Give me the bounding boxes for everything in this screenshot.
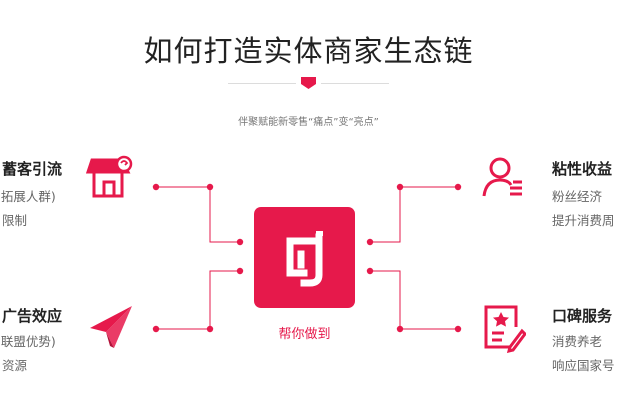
certificate-icon	[484, 305, 526, 353]
feature-line1-top-right: 粉丝经济	[552, 189, 603, 204]
feature-title-bottom-left: 广告效应	[2, 307, 63, 325]
page-title: 如何打造实体商家生态链	[143, 34, 474, 68]
feature-title-top-right: 粘性收益	[552, 160, 613, 178]
user-list-icon	[482, 157, 522, 197]
divider-right	[321, 83, 389, 84]
center-label: 帮你做到	[278, 327, 331, 342]
feature-line2-bottom-left: 资源	[2, 358, 28, 373]
brand-logo-icon	[286, 231, 323, 287]
center-logo-box	[254, 207, 355, 308]
feature-line2-top-right: 提升消费周	[552, 213, 615, 228]
feature-title-bottom-right: 口碑服务	[552, 307, 613, 325]
page-subtitle: 伴聚赋能新零售“痛点”变“亮点”	[238, 117, 379, 128]
title-marker-icon	[301, 77, 316, 89]
feature-title-top-left: 蓄客引流	[2, 160, 63, 178]
storefront-icon	[86, 155, 133, 198]
feature-line2-top-left: 限制	[2, 213, 28, 228]
feature-line1-bottom-left: (联盟优势)	[0, 334, 56, 349]
feature-line1-top-left: (拓展人群)	[0, 189, 56, 204]
paper-plane-icon	[90, 306, 132, 348]
feature-line2-bottom-right: 响应国家号	[552, 358, 615, 373]
divider-left	[228, 83, 296, 84]
feature-line1-bottom-right: 消费养老	[552, 334, 603, 349]
